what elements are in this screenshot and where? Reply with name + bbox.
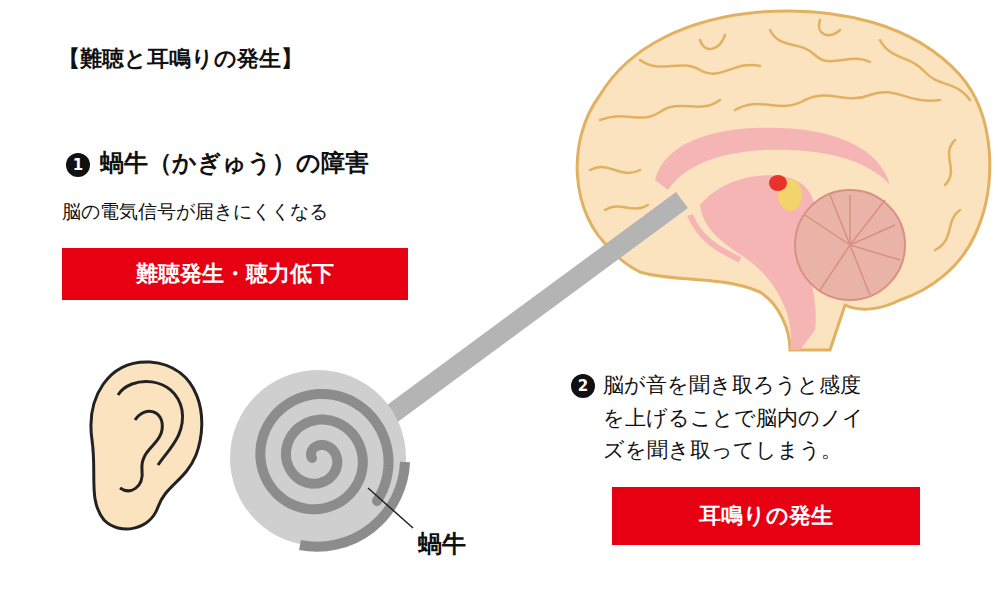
- part-label: 蝸牛: [418, 530, 466, 559]
- description: 脳が音を聞き取ろうと感度を上げることで脳内のノイズを聞き取ってしまう。: [603, 369, 880, 467]
- title: 【難聴と耳鳴りの発生】: [58, 46, 303, 72]
- box-text: 耳鳴りの発生: [699, 503, 833, 529]
- callout-number: 2: [571, 374, 595, 398]
- cochlea-spiral: [260, 394, 388, 509]
- brain-illustration: [577, 11, 990, 350]
- result-box: 耳鳴りの発生: [612, 487, 920, 545]
- leader-line: [368, 488, 413, 528]
- result-box: 難聴発生・聴力低下: [62, 248, 408, 300]
- section-heading: 蝸牛（かぎゅう）の障害: [100, 149, 369, 178]
- cochlea-illustration: [230, 370, 406, 547]
- callout-number: 1: [66, 153, 90, 177]
- box-text: 難聴発生・聴力低下: [136, 261, 334, 287]
- description: 脳の電気信号が届きにくくなる: [62, 200, 328, 223]
- ear-illustration: [91, 362, 202, 529]
